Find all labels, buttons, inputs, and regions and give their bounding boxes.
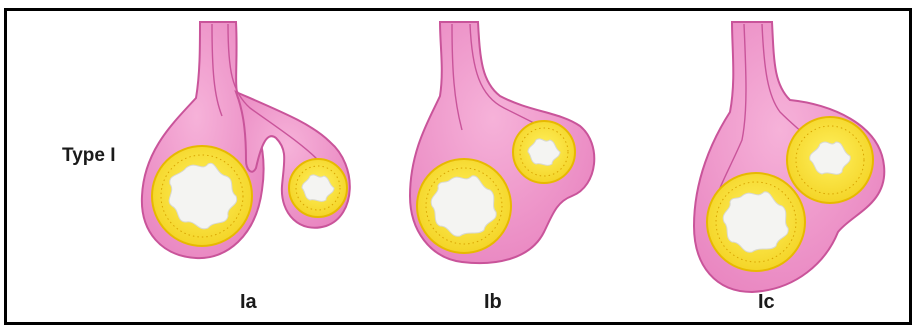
variant-label-ia: Ia <box>240 291 257 314</box>
type-label: Type I <box>62 145 116 167</box>
variant-ia-illustration <box>142 22 350 258</box>
variant-ic-illustration <box>694 22 884 292</box>
variant-ib-illustration <box>410 22 594 263</box>
variant-label-ib: Ib <box>484 291 502 314</box>
variant-label-ic: Ic <box>758 291 775 314</box>
